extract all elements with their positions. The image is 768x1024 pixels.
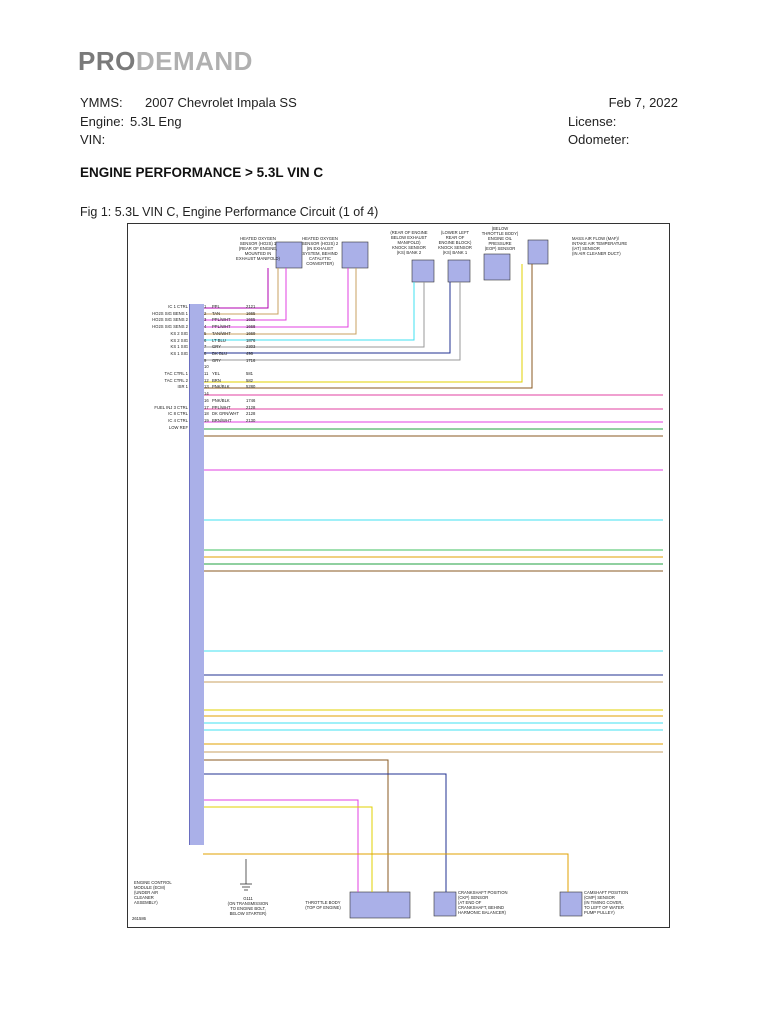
wire-dk-blu-wht2 (203, 773, 447, 892)
odometer-label: Odometer: (568, 132, 630, 147)
ckp-label: CRANKSHAFT POSITION(CKP) SENSOR(AT END O… (458, 890, 508, 915)
ks2-connector (411, 259, 435, 283)
wiring-svg (203, 239, 663, 919)
wire-ppl-wht2 (203, 268, 349, 328)
ecm-signal-gap (130, 398, 188, 405)
maf-label: MASS AIR FLOW (MAF)/INTAKE AIR TEMPERATU… (572, 236, 628, 256)
brand-part2: DEMAND (135, 46, 253, 76)
wire-brn-wht2 (203, 759, 389, 892)
ho2s1-connector (275, 241, 303, 269)
ckp-connector (433, 891, 457, 917)
ecm-signal: FUEL INJ 3 CTRL (154, 404, 188, 410)
ecm-signal: TAC CTRL 1 (164, 371, 189, 377)
ymms-value: 2007 Chevrolet Impala SS (145, 95, 297, 110)
license-label: License: (568, 113, 617, 129)
section-heading: ENGINE PERFORMANCE > 5.3L VIN C (80, 165, 324, 180)
wire-ppl3 (203, 799, 359, 892)
wire-ppl (203, 268, 269, 309)
ecm-signal: KS 2 SIG (170, 330, 188, 336)
ecm-signal: IC 4 CTRL (168, 417, 188, 423)
ecm-signal: IC 8 CTRL (168, 411, 188, 417)
maf-connector (527, 239, 549, 265)
vin-label: VIN: (80, 132, 106, 147)
ecm-signal: KS 2 SIG (170, 337, 188, 343)
wire-tan-wht (203, 268, 357, 335)
ecm-signal: TAC CTRL 2 (164, 377, 189, 383)
wire-tan (203, 268, 279, 315)
ecm-connector-strip (189, 304, 204, 845)
vehicle-info: YMMS: 2007 Chevrolet Impala SS Engine: 5.3… (80, 94, 297, 150)
ks1-connector (447, 259, 471, 283)
ho2s2-connector (341, 241, 369, 269)
brand-part1: PRO (78, 46, 136, 76)
pin-row: 10 (204, 364, 209, 370)
cmp-label: CAMSHAFT POSITION(CMP) SENSOR(IN TIMING … (584, 890, 629, 915)
throttle-body-connector (349, 891, 411, 919)
ecm-signal: HO2S SIG SENS 2 (152, 317, 188, 323)
engine-value: 5.3L Eng (130, 113, 182, 129)
ecm-signal: IC 1 CTRL (168, 304, 188, 309)
wire-gry (203, 282, 425, 348)
ecm-signal: ISR 1 (177, 384, 188, 390)
wire-gry2 (203, 282, 461, 361)
ecm-signal: LOW REF (168, 424, 188, 430)
eop-connector (483, 253, 511, 281)
ecm-signal-gap (130, 358, 188, 365)
wire-yel (203, 264, 523, 383)
ecm-signal: KS 1 SIG (170, 350, 188, 356)
ymms-label: YMMS: (80, 95, 123, 110)
figure-id: 261586 (132, 916, 146, 921)
ecm-signal: HO2S SIG SENS 2 (152, 324, 188, 330)
pin-row: 14 (204, 391, 209, 397)
ecm-signal-gap (130, 364, 188, 371)
throttle-body-label: THROTTLE BODY(TOP OF ENGINE) (305, 900, 341, 910)
wire-dk-blu (203, 282, 451, 354)
engine-label: Engine: (80, 113, 125, 129)
wire-lt-blu (203, 282, 415, 341)
cmp-connector (559, 891, 583, 917)
ecm-signal: KS 1 SIG (170, 344, 188, 350)
ecm-signal: HO2S SIG BENS 1 (152, 310, 188, 316)
wire-yel2 (203, 806, 373, 892)
document-info: Feb 7, 2022 License: Odometer: (568, 94, 678, 150)
ecm-signal-labels: IC 1 CTRL HO2S SIG BENS 1 HO2S SIG SENS … (130, 304, 188, 431)
brand-logo: PRODEMAND (78, 46, 253, 77)
connector-blocks (275, 239, 583, 919)
date: Feb 7, 2022 (608, 95, 678, 110)
ecm-signal-gap (130, 391, 188, 398)
figure-caption: Fig 1: 5.3L VIN C, Engine Performance Ci… (80, 205, 379, 219)
wire-runs (203, 264, 663, 892)
wire-brn (203, 264, 533, 389)
wire-org-blk2 (203, 853, 569, 892)
ground-g111 (240, 859, 252, 891)
wire-ppl-wht (203, 268, 287, 321)
wiring-diagram: IC 1 CTRL HO2S SIG BENS 1 HO2S SIG SENS … (127, 223, 670, 928)
